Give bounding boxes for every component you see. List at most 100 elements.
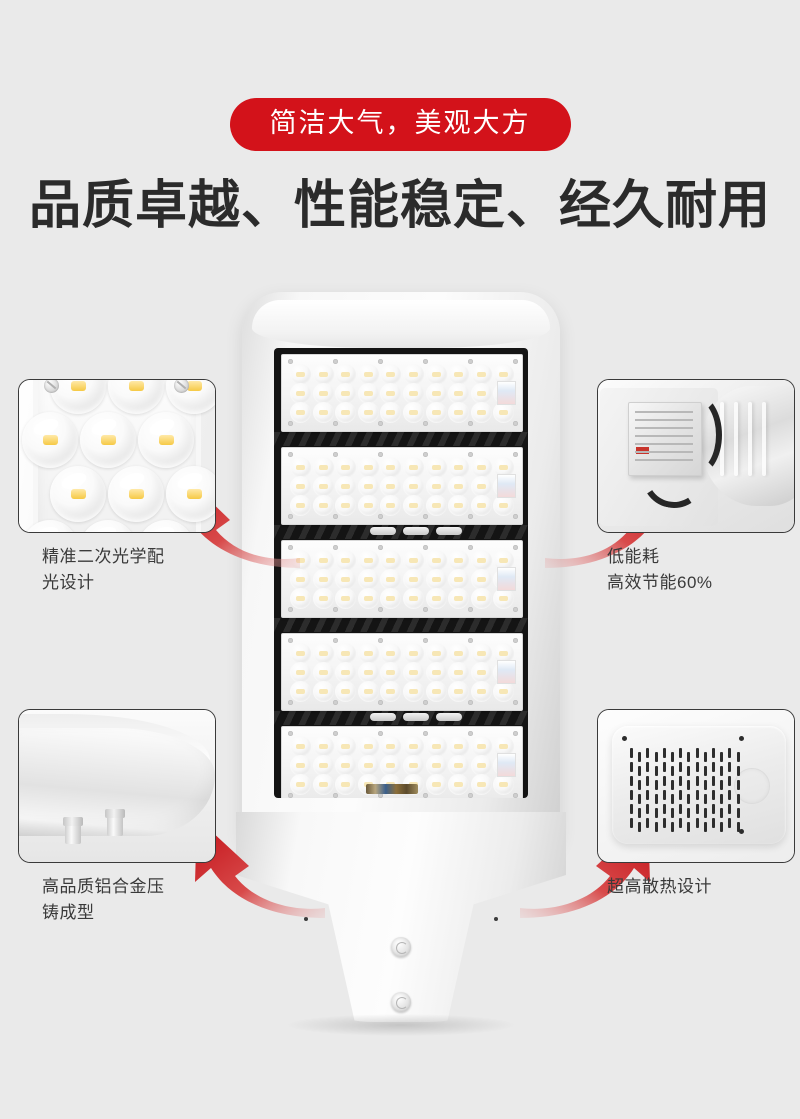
led-lens: [357, 383, 379, 404]
internal-wiring: [366, 784, 418, 794]
vent-slot: [720, 766, 724, 776]
led-lens: [357, 755, 379, 776]
vent-slot: [646, 790, 650, 800]
lamp-head-housing: [242, 292, 560, 852]
vent-slot: [654, 822, 658, 832]
vent-slot: [720, 822, 724, 832]
led-lens: [425, 495, 447, 516]
driver-print-line: [635, 459, 693, 461]
led-lens: [470, 588, 492, 609]
driver-print-line: [635, 427, 693, 429]
callout-cooling-frame: [597, 709, 795, 863]
vent-slot: [638, 780, 642, 790]
led-module: [281, 447, 523, 525]
vent-slot: [654, 808, 658, 818]
led-lens: [448, 662, 470, 683]
led-lens: [335, 550, 357, 571]
led-lens: [312, 457, 334, 478]
led-lens: [357, 364, 379, 385]
led-lens: [357, 643, 379, 664]
module-screw: [468, 359, 473, 364]
module-screw: [288, 731, 293, 736]
led-lens: [357, 681, 379, 702]
die-cast-aluminium-arm-photo: [19, 710, 215, 862]
vent-slot: [695, 804, 699, 814]
led-module: [281, 633, 523, 711]
module-connector: [370, 713, 396, 721]
led-lens: [335, 681, 357, 702]
driver-print-line: [635, 435, 693, 437]
led-lens-array-photo: [19, 380, 215, 532]
led-lens: [470, 495, 492, 516]
callout-cooling[interactable]: 超高散热设计: [585, 709, 795, 900]
vent-slot: [630, 818, 633, 828]
module-screw: [513, 421, 518, 426]
vent-slot: [720, 794, 724, 804]
vent-slot: [736, 822, 740, 832]
callout-power-line1: 低能耗: [607, 547, 660, 566]
led-lens: [425, 681, 447, 702]
plate-screw: [739, 829, 744, 834]
led-lens: [312, 550, 334, 571]
module-connector: [436, 527, 462, 535]
led-lens: [380, 662, 402, 683]
vent-slot: [687, 794, 691, 804]
callout-power[interactable]: 低能耗 高效节能60%: [585, 379, 795, 595]
heat-sink-vent-photo: [598, 710, 794, 862]
module-screw: [513, 700, 518, 705]
vent-slot: [662, 748, 666, 758]
led-lens: [380, 681, 402, 702]
led-lens: [357, 588, 379, 609]
led-lens: [403, 383, 424, 404]
led-lens: [380, 457, 402, 478]
led-lens: [403, 643, 424, 664]
callout-power-label: 低能耗 高效节能60%: [607, 544, 795, 595]
led-lens: [425, 364, 447, 385]
vent-slot: [728, 818, 732, 828]
vent-slot: [646, 818, 650, 828]
led-lens: [448, 755, 470, 776]
vent-slot: [646, 762, 650, 772]
module-screw: [468, 545, 473, 550]
vent-slot: [687, 766, 691, 776]
vent-slot: [662, 776, 666, 786]
led-lens: [380, 495, 402, 516]
module-label-sticker: [497, 567, 516, 591]
vent-slot: [712, 790, 715, 800]
led-lens-closeup: [108, 380, 164, 414]
module-screw: [288, 514, 293, 519]
led-lens: [290, 643, 311, 664]
callout-optics[interactable]: 精准二次光学配 光设计: [18, 379, 216, 595]
led-driver-photo: [598, 380, 794, 532]
vent-slot: [720, 752, 724, 762]
led-lens: [470, 457, 492, 478]
led-lens: [448, 569, 470, 590]
heat-sink-boss: [734, 768, 770, 804]
led-lens: [335, 402, 357, 423]
driver-print-line: [635, 443, 693, 445]
vent-slot: [720, 808, 724, 818]
headline-badge-wrap: 简洁大气，美观大方: [0, 98, 800, 151]
driver-print-line: [635, 411, 693, 413]
callout-housing[interactable]: 高品质铝合金压 铸成型: [18, 709, 216, 925]
module-screw: [513, 452, 518, 457]
vent-slot: [679, 804, 683, 814]
led-lens: [448, 383, 470, 404]
led-lens: [425, 736, 447, 757]
led-lens: [403, 550, 424, 571]
module-screw: [423, 638, 428, 643]
led-lens: [493, 774, 515, 795]
module-label-sticker: [497, 474, 516, 498]
led-lens-closeup: [166, 466, 215, 522]
module-screw: [468, 514, 473, 519]
module-gap-shadow: [274, 618, 528, 632]
vent-slot: [679, 776, 683, 786]
module-screw: [423, 421, 428, 426]
led-lens: [357, 495, 379, 516]
led-lens: [290, 681, 311, 702]
led-lens: [335, 569, 357, 590]
module-screw: [378, 452, 383, 457]
led-lens: [493, 402, 515, 423]
vent-slot: [646, 748, 650, 758]
led-lens: [312, 402, 334, 423]
